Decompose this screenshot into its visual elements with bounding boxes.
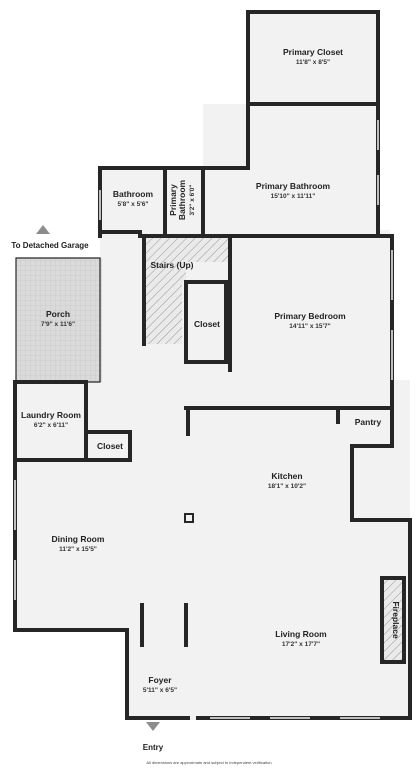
garage-label: To Detached Garage (11, 241, 89, 250)
entry-label: Entry (143, 743, 164, 752)
room-primary-closet-name: Primary Closet (283, 47, 343, 57)
room-laundry-room-dims: 6'2" x 6'11" (34, 422, 68, 429)
room-living-room-name: Living Room (275, 629, 327, 639)
room-primary-bathroom-small-name-2: Bathroom (177, 179, 187, 220)
room-bathroom-dims: 5'8" x 5'6" (118, 201, 149, 208)
room-primary-closet-dims: 11'8" x 8'5" (296, 59, 330, 66)
room-primary-bedroom-name: Primary Bedroom (274, 311, 346, 321)
room-porch-dims: 7'9" x 11'6" (41, 321, 75, 328)
garage-arrow-icon (36, 225, 50, 234)
room-primary-bathroom-small-dims: 3'2" x 6'0" (189, 185, 196, 216)
disclaimer: All dimensions are approximate and subje… (146, 760, 271, 765)
room-dining-room-name: Dining Room (52, 534, 105, 544)
room-foyer-name: Foyer (148, 675, 172, 685)
porch-floor (16, 258, 102, 382)
room-living-room-dims: 17'2" x 17'7" (282, 641, 320, 648)
windows (14, 120, 393, 719)
room-stairs-name: Stairs (Up) (151, 260, 194, 270)
room-bathroom-name: Bathroom (113, 189, 154, 199)
stairs-hatch (144, 238, 230, 344)
room-labels: Primary Closet 11'8" x 8'5" Bathroom 5'8… (21, 47, 401, 694)
room-closet-upper-name: Closet (194, 319, 220, 329)
room-primary-bathroom-small-name-1: Primary (168, 184, 178, 216)
room-porch-name: Porch (46, 309, 70, 319)
room-foyer-dims: 5'11" x 6'5" (143, 687, 177, 694)
room-primary-bathroom-dims: 15'10" x 11'11" (271, 193, 316, 200)
fireplace-hearth (382, 578, 404, 662)
room-fireplace-name: Fireplace (391, 601, 401, 639)
room-pantry-name: Pantry (355, 417, 382, 427)
room-laundry-room-name: Laundry Room (21, 410, 81, 420)
floor-fills (15, 12, 410, 720)
room-primary-bedroom-dims: 14'11" x 15'7" (289, 323, 330, 330)
room-kitchen-dims: 18'1" x 10'2" (268, 483, 306, 490)
entry-arrow-icon (146, 722, 160, 731)
room-closet-lower-name: Closet (97, 441, 123, 451)
room-kitchen-name: Kitchen (271, 471, 302, 481)
room-primary-bathroom-name: Primary Bathroom (256, 181, 331, 191)
room-dining-room-dims: 11'2" x 15'5" (59, 546, 97, 553)
